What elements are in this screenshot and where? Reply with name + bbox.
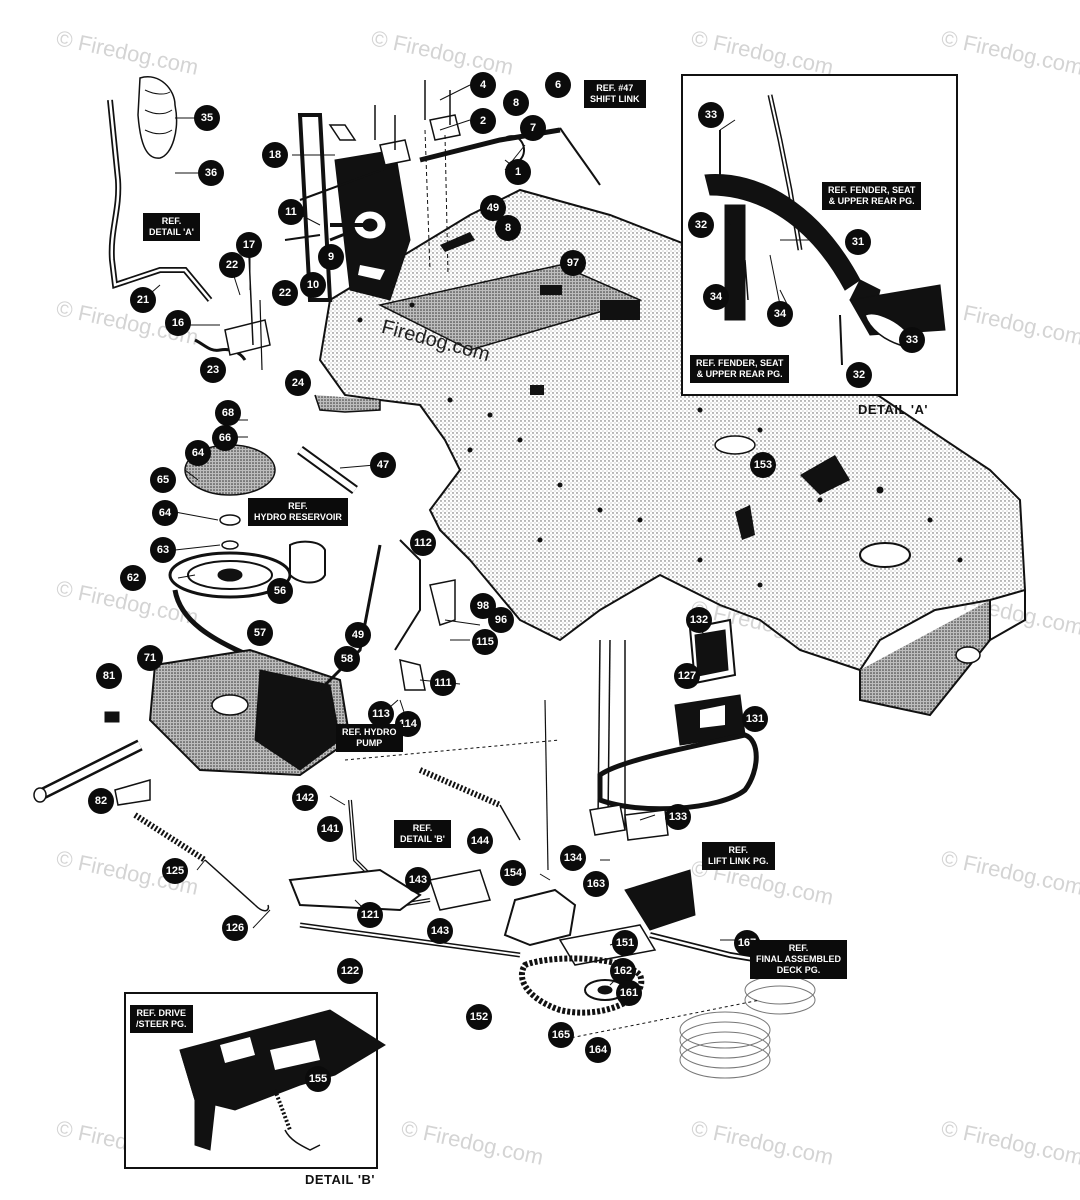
part-callout-65[interactable]: 65 [150,467,176,493]
part-callout-96[interactable]: 96 [488,607,514,633]
hydro-transaxle [33,539,561,806]
part-callout-155[interactable]: 155 [305,1066,331,1092]
part-callout-97[interactable]: 97 [560,250,586,276]
part-callout-64[interactable]: 64 [185,440,211,466]
part-callout-131[interactable]: 131 [742,706,768,732]
part-callout-36[interactable]: 36 [198,160,224,186]
part-callout-17[interactable]: 17 [236,232,262,258]
part-callout-31[interactable]: 31 [845,229,871,255]
part-callout-32[interactable]: 32 [846,362,872,388]
part-callout-22[interactable]: 22 [219,252,245,278]
part-callout-142[interactable]: 142 [292,785,318,811]
part-callout-165[interactable]: 165 [548,1022,574,1048]
part-callout-111[interactable]: 111 [430,670,456,696]
reference-label[interactable]: REF. FENDER, SEAT & UPPER REAR PG. [822,182,922,210]
pedal-assembly [589,618,759,931]
part-callout-16[interactable]: 16 [165,310,191,336]
part-callout-57[interactable]: 57 [247,620,273,646]
part-callout-33[interactable]: 33 [698,102,724,128]
reference-label[interactable]: REF. DETAIL 'A' [143,213,200,241]
part-callout-11[interactable]: 11 [278,199,304,225]
part-callout-161[interactable]: 161 [616,980,642,1006]
part-callout-81[interactable]: 81 [96,663,122,689]
part-callout-152[interactable]: 152 [466,1004,492,1030]
reference-label[interactable]: REF. LIFT LINK PG. [702,842,775,870]
part-callout-58[interactable]: 58 [334,646,360,672]
part-callout-4[interactable]: 4 [470,72,496,98]
part-callout-56[interactable]: 56 [267,578,293,604]
part-callout-98[interactable]: 98 [470,593,496,619]
part-callout-122[interactable]: 122 [337,958,363,984]
detail-a-caption: DETAIL 'A' [858,402,928,417]
part-callout-63[interactable]: 63 [150,537,176,563]
part-callout-35[interactable]: 35 [194,105,220,131]
part-callout-23[interactable]: 23 [200,357,226,383]
part-callout-121[interactable]: 121 [357,902,383,928]
reference-label[interactable]: REF. #47 SHIFT LINK [584,80,646,108]
part-callout-144[interactable]: 144 [467,828,493,854]
part-callout-10[interactable]: 10 [300,272,326,298]
part-callout-34[interactable]: 34 [767,301,793,327]
part-callout-113[interactable]: 113 [368,701,394,727]
shift-quadrant [284,80,601,302]
part-callout-7[interactable]: 7 [520,115,546,141]
part-callout-162[interactable]: 162 [610,958,636,984]
part-callout-62[interactable]: 62 [120,565,146,591]
frame-plate [314,188,1027,717]
linkage [133,639,626,958]
rod [297,445,358,495]
part-callout-126[interactable]: 126 [222,915,248,941]
part-callout-141[interactable]: 141 [317,816,343,842]
part-callout-133[interactable]: 133 [665,804,691,830]
part-callout-9[interactable]: 9 [318,244,344,270]
part-callout-127[interactable]: 127 [674,663,700,689]
part-callout-66[interactable]: 66 [212,425,238,451]
shift-lever [107,76,271,371]
part-callout-24[interactable]: 24 [285,370,311,396]
part-callout-115[interactable]: 115 [472,629,498,655]
part-callout-49[interactable]: 49 [345,622,371,648]
reference-label[interactable]: REF. FINAL ASSEMBLED DECK PG. [750,940,848,979]
part-callout-21[interactable]: 21 [130,287,156,313]
part-callout-33[interactable]: 33 [899,327,925,353]
part-callout-163[interactable]: 163 [583,871,609,897]
part-callout-164[interactable]: 164 [585,1037,611,1063]
part-callout-143[interactable]: 143 [405,867,431,893]
detail-b-caption: DETAIL 'B' [305,1172,375,1187]
part-callout-34[interactable]: 34 [703,284,729,310]
part-callout-134[interactable]: 134 [560,845,586,871]
reference-label[interactable]: REF. HYDRO RESERVOIR [248,498,348,526]
part-callout-8[interactable]: 8 [503,90,529,116]
part-callout-1[interactable]: 1 [505,159,531,185]
part-callout-6[interactable]: 6 [545,72,571,98]
part-callout-154[interactable]: 154 [500,860,526,886]
reference-label[interactable]: REF. DETAIL 'B' [394,820,451,848]
part-callout-49[interactable]: 49 [480,195,506,221]
part-callout-68[interactable]: 68 [215,400,241,426]
part-callout-2[interactable]: 2 [470,108,496,134]
reference-label[interactable]: REF. HYDRO PUMP [336,724,403,752]
reference-label[interactable]: REF. DRIVE /STEER PG. [130,1005,193,1033]
part-callout-18[interactable]: 18 [262,142,288,168]
part-callout-82[interactable]: 82 [88,788,114,814]
part-callout-64[interactable]: 64 [152,500,178,526]
part-callout-22[interactable]: 22 [272,280,298,306]
part-callout-47[interactable]: 47 [370,452,396,478]
part-callout-132[interactable]: 132 [686,607,712,633]
part-callout-125[interactable]: 125 [162,858,188,884]
part-callout-112[interactable]: 112 [410,530,436,556]
part-callout-32[interactable]: 32 [688,212,714,238]
part-callout-151[interactable]: 151 [612,930,638,956]
part-callout-71[interactable]: 71 [137,645,163,671]
part-callout-153[interactable]: 153 [750,452,776,478]
part-callout-143[interactable]: 143 [427,918,453,944]
reference-label[interactable]: REF. FENDER, SEAT & UPPER REAR PG. [690,355,790,383]
